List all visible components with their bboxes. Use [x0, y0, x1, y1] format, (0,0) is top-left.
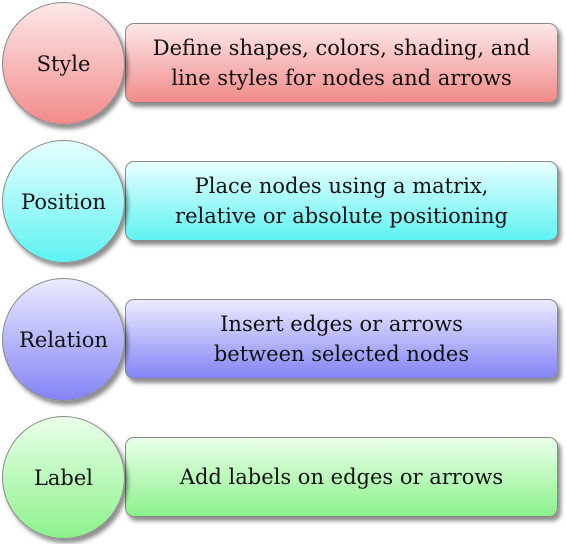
step-label-description: Add labels on edges or arrows — [179, 465, 504, 489]
step-relation-circle: Relation — [2, 278, 125, 401]
step-style-box: Define shapes, colors, shading, and line… — [125, 23, 558, 103]
step-label: Label Add labels on edges or arrows — [0, 416, 566, 542]
step-position-label: Position — [21, 189, 106, 214]
step-relation: Relation Insert edges or arrows between … — [0, 278, 566, 404]
step-position: Position Place nodes using a matrix, rel… — [0, 140, 566, 266]
step-label-circle: Label — [2, 416, 125, 539]
step-label-box: Add labels on edges or arrows — [125, 437, 558, 517]
step-position-description: Place nodes using a matrix, relative or … — [175, 174, 508, 228]
step-relation-label: Relation — [19, 327, 108, 352]
step-label-label: Label — [33, 465, 94, 490]
step-style: Style Define shapes, colors, shading, an… — [0, 2, 566, 128]
step-style-circle: Style — [2, 2, 125, 125]
step-position-circle: Position — [2, 140, 125, 263]
step-relation-description: Insert edges or arrows between selected … — [213, 312, 470, 366]
step-relation-box: Insert edges or arrows between selected … — [125, 299, 558, 379]
step-style-description: Define shapes, colors, shading, and line… — [152, 36, 531, 90]
step-position-box: Place nodes using a matrix, relative or … — [125, 161, 558, 241]
step-style-label: Style — [36, 51, 91, 76]
